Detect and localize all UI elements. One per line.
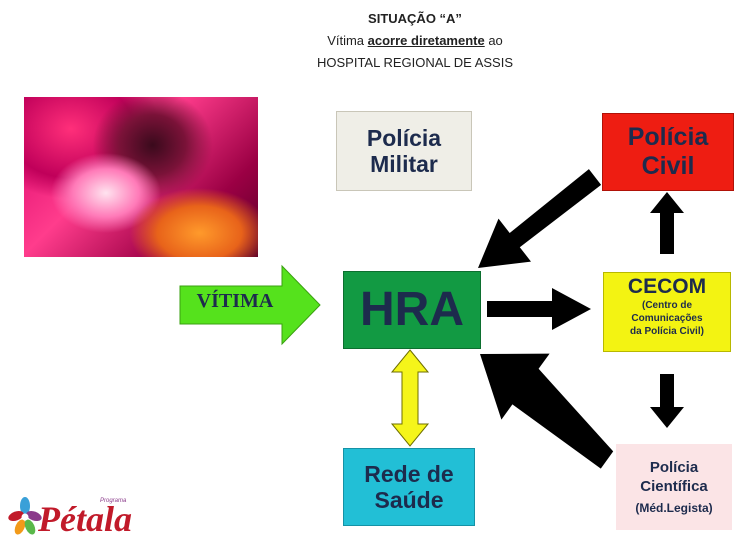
petala-logo: Programa Pétala: [8, 496, 168, 542]
situation-line-3: HOSPITAL REGIONAL DE ASSIS: [316, 55, 514, 70]
arrow-hra-to-cecom: [487, 288, 591, 330]
line2-post: ao: [484, 33, 503, 48]
line2-emphasis: acorre diretamente: [367, 33, 485, 48]
policia-cientifica-note: (Méd.Legista): [635, 500, 713, 515]
line2-pre: Vítima: [327, 33, 368, 48]
arrow-cecom-to-policia-cientifica: [650, 374, 684, 428]
rede-line-2: Saúde: [374, 487, 444, 513]
policia-militar-line-1: Polícia: [366, 124, 442, 151]
rede-line-1: Rede de: [364, 460, 454, 487]
policia-civil-line-1: Polícia: [627, 123, 709, 152]
node-policia-militar: Polícia Militar: [336, 111, 472, 191]
node-policia-cientifica: Polícia Científica (Méd.Legista): [616, 444, 732, 530]
node-rede-de-saude: Rede de Saúde: [343, 448, 475, 526]
double-arrow-hra-rede: [390, 349, 430, 447]
cecom-sub-1: (Centro de: [642, 300, 692, 312]
cecom-title: CECOM: [627, 275, 707, 298]
cecom-sub-2: Comunicações: [631, 313, 703, 325]
logo-tag: Programa: [100, 498, 127, 504]
vitima-arrow: [179, 264, 321, 346]
policia-civil-line-2: Civil: [641, 152, 695, 180]
arrow-policia-cientifica-to-hra: [480, 353, 614, 469]
cecom-sub-3: da Polícia Civil): [630, 326, 704, 338]
node-hra: HRA: [343, 271, 481, 349]
situation-line-2: Vítima acorre diretamente ao: [250, 30, 580, 52]
photo-victim-icon: [24, 97, 258, 257]
arrow-policia-civil-to-hra: [478, 169, 602, 268]
header: SITUAÇÃO “A” Vítima acorre diretamente a…: [250, 8, 580, 74]
policia-cientifica-line-2: Científica: [640, 478, 708, 496]
logo-word: Pétala: [38, 499, 132, 539]
hra-label: HRA: [360, 283, 464, 337]
node-cecom: CECOM (Centro de Comunicações da Polícia…: [603, 272, 731, 352]
arrow-cecom-to-policia-civil: [650, 192, 684, 254]
policia-militar-line-2: Militar: [370, 151, 438, 177]
vitima-label: VÍTIMA: [196, 290, 274, 312]
policia-cientifica-line-1: Polícia: [649, 458, 699, 476]
situation-title: SITUAÇÃO “A”: [368, 11, 462, 26]
flower-logo-icon: [8, 497, 42, 535]
node-policia-civil: Polícia Civil: [602, 113, 734, 191]
